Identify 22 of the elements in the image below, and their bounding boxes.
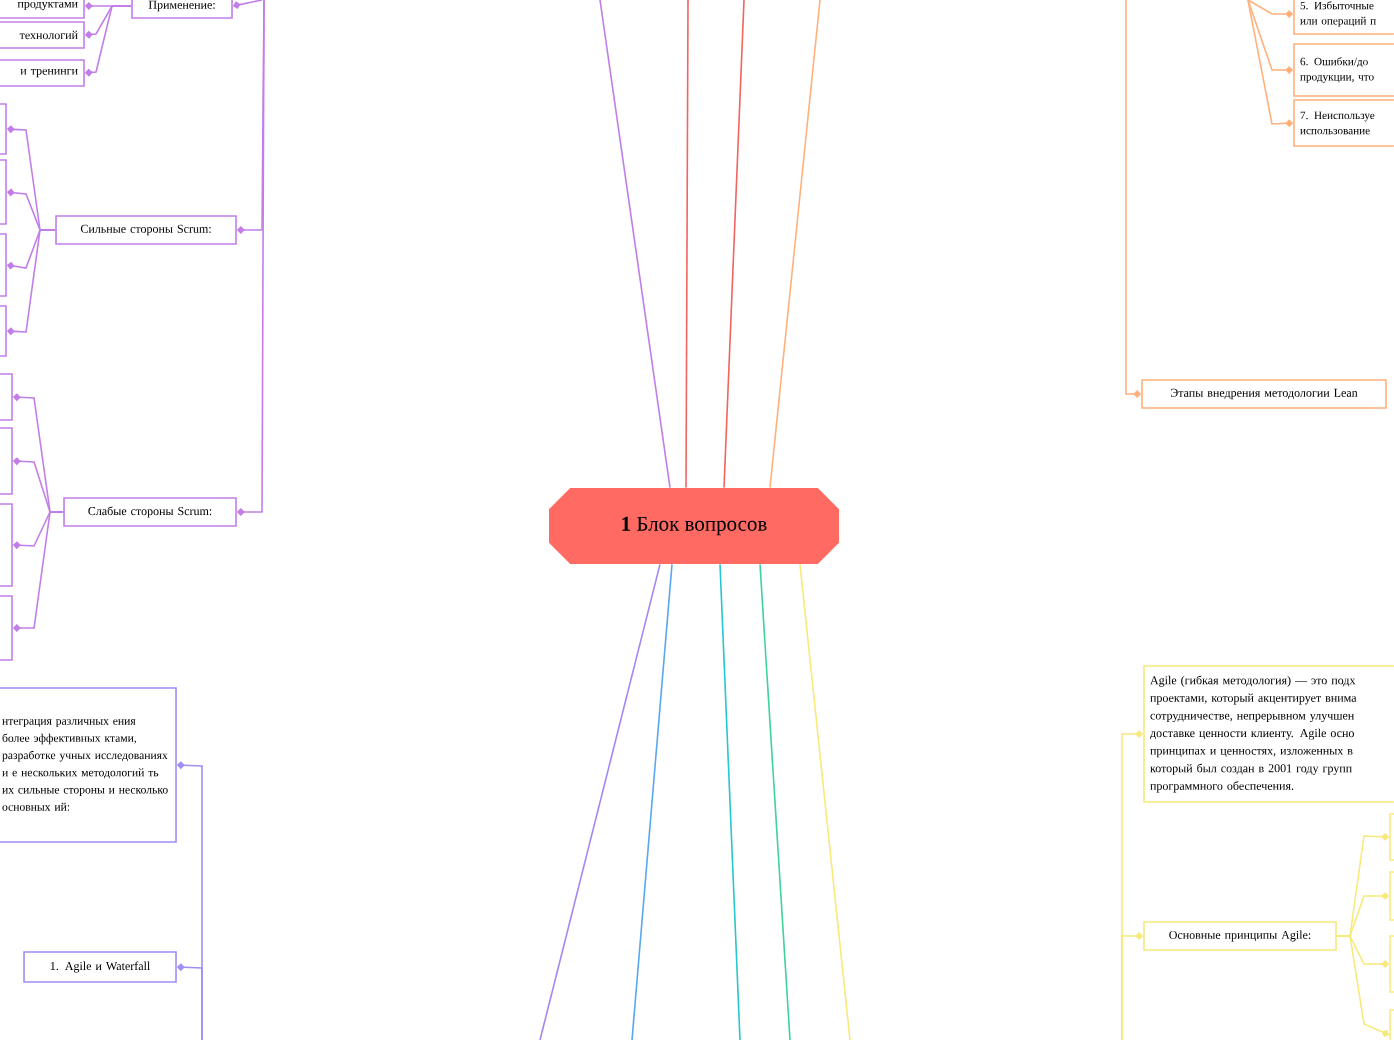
connector: [599, 0, 671, 489]
topic-box: [0, 373, 13, 421]
topic-box: [0, 159, 7, 225]
connector: [723, 0, 745, 489]
connector: [759, 563, 791, 1040]
topic-box: [0, 503, 13, 587]
connector: [799, 563, 851, 1040]
central-topic: 1 Блок вопросов: [549, 488, 839, 564]
topic-box: [0, 103, 7, 155]
topic-box: [0, 233, 7, 297]
topic-box: [1389, 871, 1394, 921]
topic-box: [1389, 813, 1394, 861]
connector: [631, 563, 673, 1040]
connector: [719, 563, 741, 1040]
topic-box: [0, 305, 7, 357]
connector: [769, 0, 821, 489]
connector: [539, 563, 661, 1040]
connector: [685, 0, 689, 489]
topic-box: [0, 427, 13, 495]
topic-box: [0, 595, 13, 661]
topic-box: [1389, 1009, 1394, 1040]
topic-box: [1389, 935, 1394, 993]
